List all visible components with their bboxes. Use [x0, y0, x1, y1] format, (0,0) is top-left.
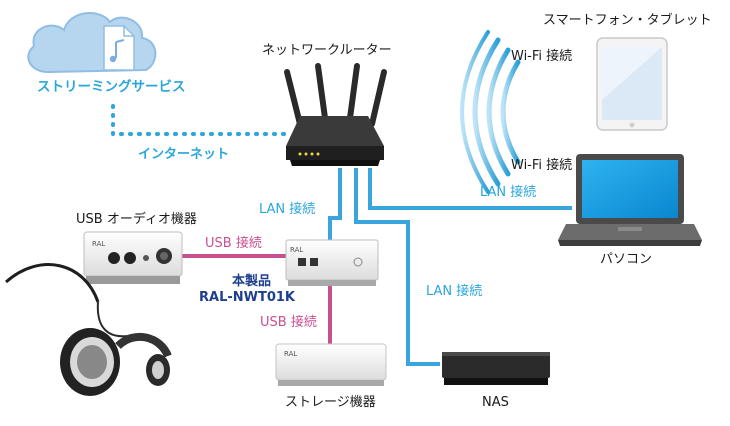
product-name-label: 本製品	[232, 274, 272, 289]
laptop-icon	[558, 154, 702, 246]
wifi-connection-label-bottom: Wi-Fi 接続	[511, 158, 573, 173]
headphones-icon	[5, 263, 172, 396]
audio-device-brand: RAL	[92, 240, 105, 248]
lan-connection-label-nas: LAN 接続	[426, 284, 483, 299]
storage-device-label: ストレージ機器	[285, 395, 376, 410]
cloud-icon	[27, 11, 157, 74]
product-device-brand: RAL	[290, 246, 303, 254]
internet-label: インターネット	[138, 147, 230, 162]
wifi-signal-icon	[460, 30, 521, 194]
lan-connection-lines	[328, 168, 572, 366]
storage-device-icon: RAL	[275, 343, 387, 386]
nas-label: NAS	[482, 395, 509, 410]
tablet-icon	[596, 37, 668, 131]
music-file-icon	[103, 25, 135, 71]
usb-connection-lines	[182, 254, 332, 346]
nas-device-icon	[442, 352, 550, 385]
wifi-connection-label-top: Wi-Fi 接続	[511, 49, 573, 64]
usb-connection-label-audio: USB 接続	[205, 236, 262, 251]
lan-line-router-to-product	[328, 168, 342, 242]
lan-connection-label-pc: LAN 接続	[480, 185, 537, 200]
router-label: ネットワークルーター	[262, 43, 392, 58]
internet-dotted-line	[111, 104, 290, 136]
lan-connection-label-router: LAN 接続	[259, 202, 316, 217]
smartphone-tablet-label: スマートフォン・タブレット	[543, 13, 712, 28]
streaming-service-label: ストリーミングサービス	[37, 79, 186, 95]
router-icon	[284, 63, 387, 166]
storage-device-brand: RAL	[284, 350, 297, 358]
product-model-label: RAL-NWT01K	[199, 290, 296, 305]
lan-line-router-to-pc	[368, 168, 572, 210]
usb-audio-device-icon: RAL	[83, 231, 183, 284]
lan-line-router-to-nas	[354, 168, 440, 366]
usb-connection-label-storage: USB 接続	[260, 315, 317, 330]
pc-label: パソコン	[600, 252, 653, 267]
product-device-icon: RAL	[285, 239, 379, 286]
usb-audio-device-label: USB オーディオ機器	[76, 212, 197, 227]
